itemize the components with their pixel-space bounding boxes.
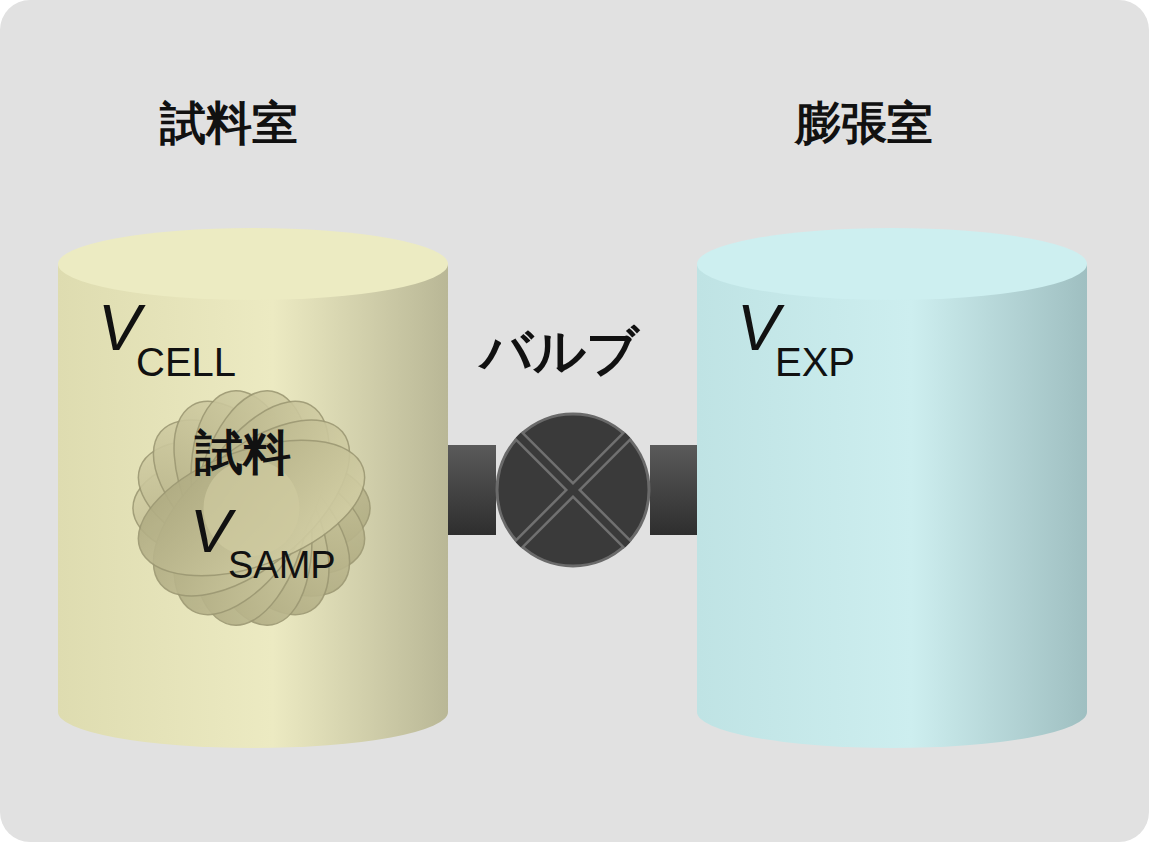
chamber-cylinder: 膨張室VEXP: [697, 228, 1087, 748]
pipe-connector: [650, 490, 697, 491]
volume-symbol: V: [98, 296, 141, 360]
sample-node: 試料 VSAMP: [128, 388, 375, 628]
sample-label: 試料: [195, 428, 291, 476]
sample-shape: [128, 388, 375, 628]
valve-node: バルブ: [496, 413, 650, 567]
pipe-connector: [448, 490, 496, 491]
chamber-heading: 膨張室: [795, 100, 933, 146]
chamber-heading: 試料室: [160, 100, 298, 146]
chamber-cylinder: 試料室VCELL試料VSAMP: [58, 228, 448, 748]
volume-subscript: EXP: [775, 342, 855, 382]
valve-label: バルブ: [480, 325, 639, 377]
volume-symbol: V: [190, 500, 231, 562]
volume-subscript: CELL: [136, 342, 236, 382]
valve-symbol: [496, 413, 650, 567]
volume-subscript: SAMP: [228, 546, 336, 584]
volume-symbol: V: [737, 296, 780, 360]
